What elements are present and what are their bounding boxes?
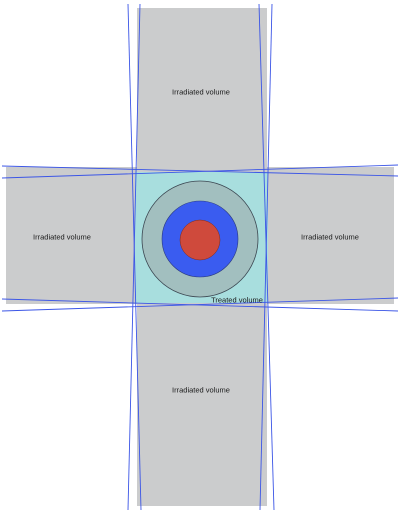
label-top-irradiated-volume: Irradiated volume <box>172 87 230 97</box>
label-left-irradiated-volume: Irradiated volume <box>33 232 91 242</box>
label-treated-volume: Treated volume <box>211 295 263 305</box>
label-right-irradiated-volume: Irradiated volume <box>301 232 359 242</box>
beam-edge-lines <box>1 3 399 511</box>
inner-circle <box>179 219 221 261</box>
label-bottom-irradiated-volume: Irradiated volume <box>172 385 230 395</box>
